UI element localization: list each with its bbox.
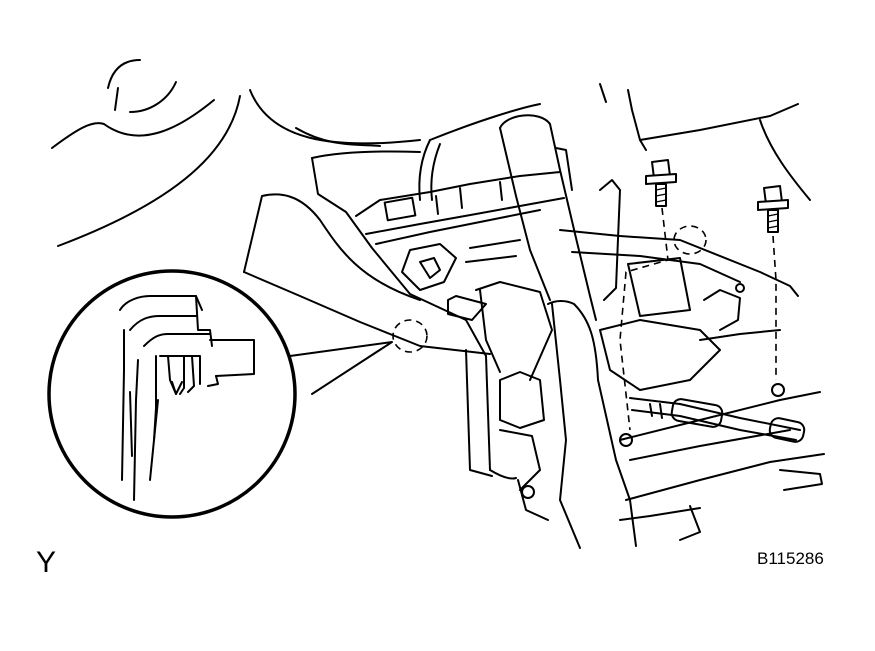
console-panel — [243, 150, 517, 480]
clip-detail-magnified — [47, 269, 297, 519]
detail-callout-pointer — [289, 341, 393, 395]
figure-code: B115286 — [757, 549, 824, 568]
bolt-right — [757, 185, 789, 233]
bolt-left — [645, 159, 677, 207]
shift-mechanism — [475, 89, 825, 541]
shift-bracket — [355, 139, 573, 321]
installation-guide-lines — [392, 207, 785, 447]
view-label: Y — [36, 546, 57, 579]
control-cable — [629, 397, 806, 443]
shift-lever — [499, 114, 637, 549]
instrument-panel-outline — [51, 59, 607, 247]
lower-bracket — [499, 371, 549, 521]
